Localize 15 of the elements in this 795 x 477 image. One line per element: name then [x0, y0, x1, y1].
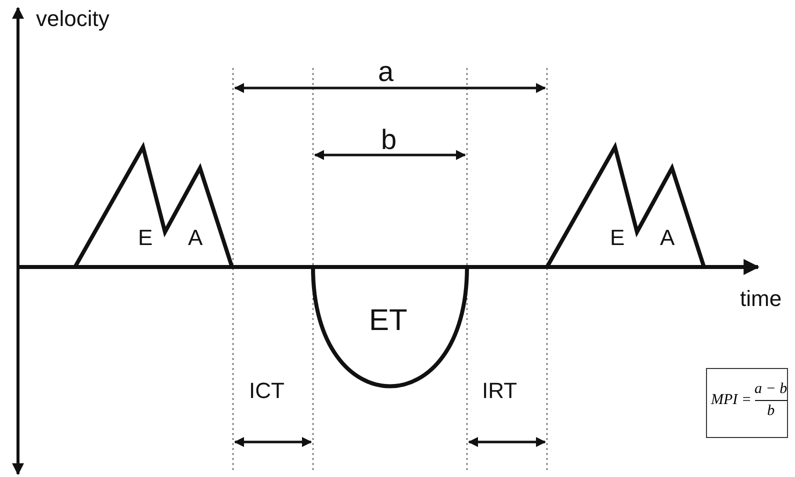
wave-label: E [138, 227, 153, 249]
axis-label: time [740, 288, 782, 310]
formula-numerator: a − b [754, 381, 788, 398]
interval-label: ICT [249, 380, 284, 402]
dimension-label: a [378, 58, 394, 86]
wave-label: A [188, 227, 203, 249]
formula-denominator: b [767, 403, 775, 420]
axis-label: velocity [36, 8, 110, 30]
wave-label: A [660, 227, 675, 249]
formula-box [706, 368, 788, 438]
formula-text: MPI = [711, 392, 752, 409]
interval-label: IRT [482, 380, 518, 402]
wave-label: ET [369, 306, 408, 336]
dimension-label: b [381, 126, 397, 154]
wave-label: E [610, 227, 625, 249]
